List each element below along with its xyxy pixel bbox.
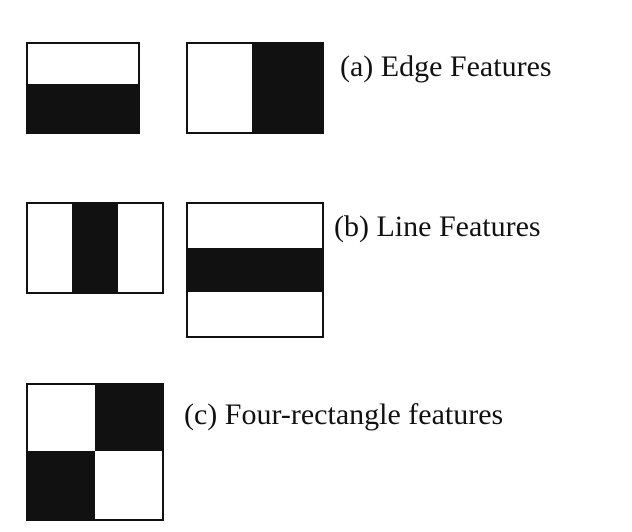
four-rectangle-feature xyxy=(26,383,164,521)
four-rectangle-top-right-dark xyxy=(95,385,162,451)
line-feature-horizontal-top-light xyxy=(188,204,322,248)
line-feature-vertical-left-light xyxy=(28,204,73,292)
caption-edge-features: (a) Edge Features xyxy=(340,50,552,83)
caption-line-features: (b) Line Features xyxy=(334,210,541,243)
edge-feature-horizontal-top-light xyxy=(28,44,138,85)
line-feature-vertical-right-light xyxy=(117,204,162,292)
caption-four-rectangle-features: (c) Four-rectangle features xyxy=(184,398,504,431)
line-feature-horizontal xyxy=(186,202,324,338)
line-feature-vertical xyxy=(26,202,164,294)
four-rectangle-bottom-right-light xyxy=(95,450,162,519)
four-rectangle-top-left-light xyxy=(28,385,95,451)
four-rectangle-bottom-left-dark xyxy=(28,450,95,519)
edge-feature-horizontal xyxy=(26,42,140,134)
edge-feature-vertical xyxy=(186,42,324,134)
edge-feature-vertical-left-light xyxy=(188,44,253,132)
line-feature-horizontal-bottom-light xyxy=(188,292,322,336)
edge-feature-vertical-right-dark xyxy=(252,44,322,132)
edge-feature-horizontal-bottom-dark xyxy=(28,84,138,132)
line-feature-vertical-center-dark xyxy=(72,204,118,292)
line-feature-horizontal-center-dark xyxy=(188,247,322,293)
